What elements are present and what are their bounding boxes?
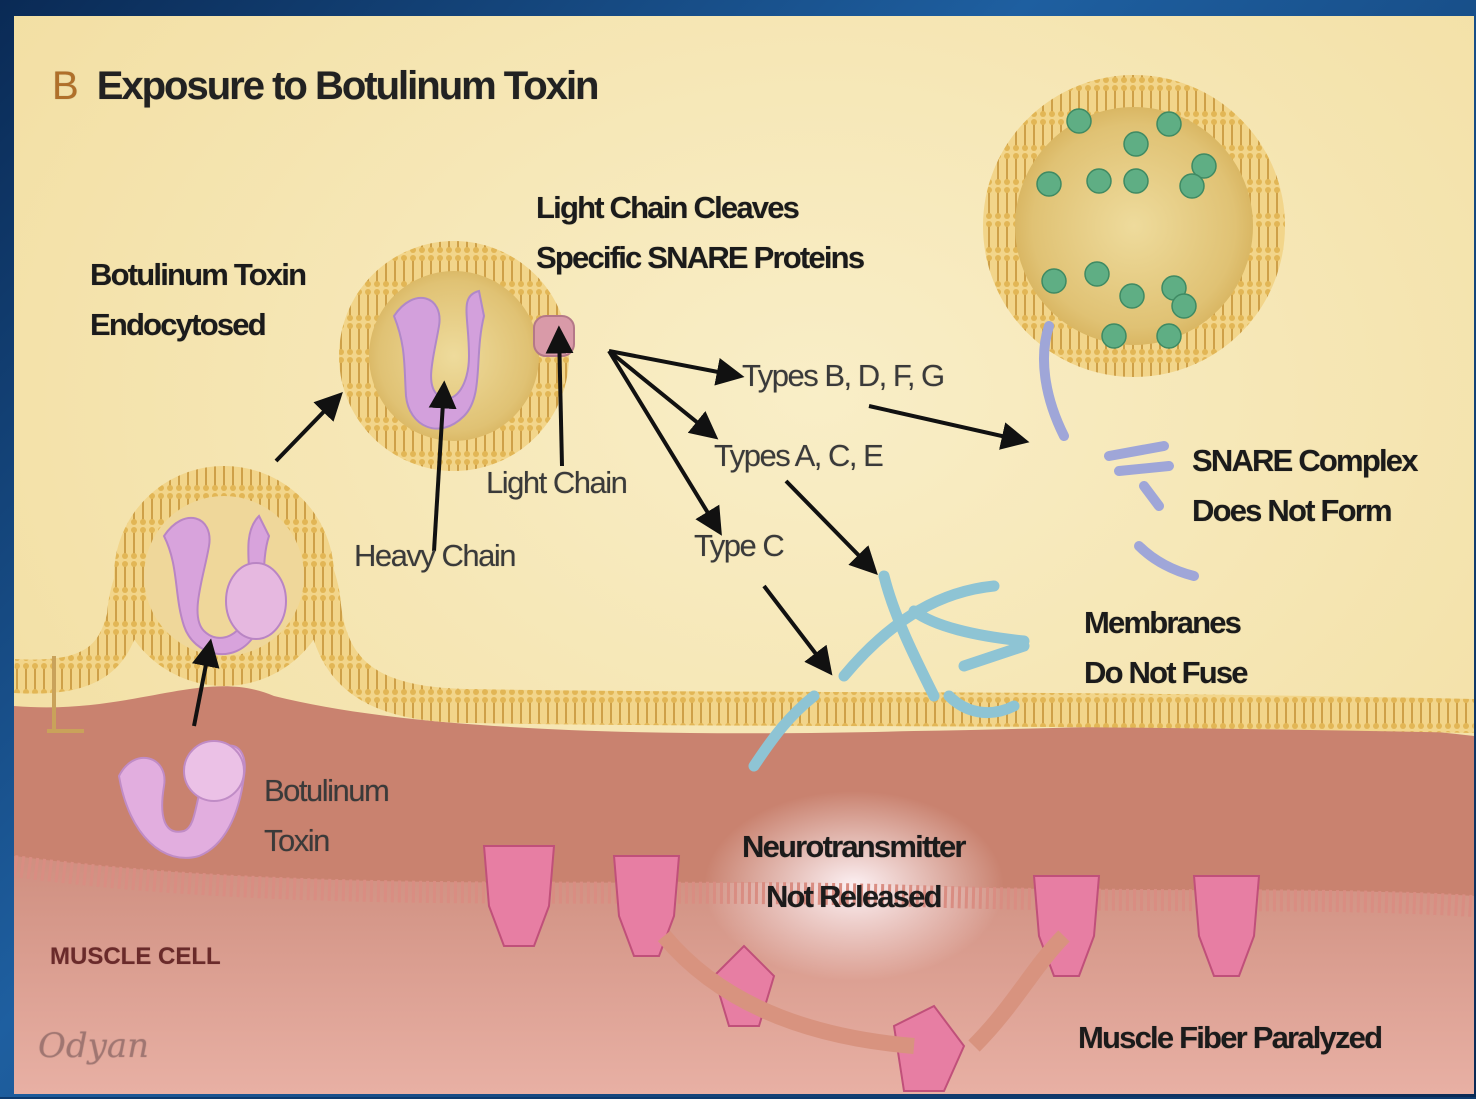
artist-signature: Odyan [38,1021,149,1071]
label-line: Botulinum Toxin [90,250,305,300]
label-types-ace: Types A, C, E [714,431,882,481]
label-types-bdfg: Types B, D, F, G [742,351,944,401]
endocytosis-vesicle-2 [354,256,554,456]
label-line: Neurotransmitter [742,822,965,872]
label-line: Does Not Form [1192,486,1417,536]
label-toxin-endocytosed: Botulinum Toxin Endocytosed [90,250,305,350]
label-snare-complex: SNARE Complex Does Not Form [1192,436,1417,536]
title-text: Exposure to Botulinum Toxin [97,64,598,108]
label-line: SNARE Complex [1192,436,1417,486]
label-line: Toxin [264,816,388,866]
label-heavy-chain: Heavy Chain [354,531,515,581]
label-line: Not Released [742,872,965,922]
diagram-panel: B Exposure to Botulinum Toxin Botulinum T… [14,16,1474,1094]
label-light-chain: Light Chain [486,458,626,508]
label-line: Membranes [1084,598,1247,648]
label-muscle-cell: MUSCLE CELL [50,932,221,982]
label-botulinum-toxin: Botulinum Toxin [264,766,388,866]
panel-letter: B [52,64,77,108]
label-line: Botulinum [264,766,388,816]
diagram-title: B Exposure to Botulinum Toxin [52,61,598,111]
label-type-c: Type C [694,521,783,571]
label-light-chain-cleaves: Light Chain Cleaves Specific SNARE Prote… [536,183,863,283]
label-membranes: Membranes Do Not Fuse [1084,598,1247,698]
label-line: Light Chain Cleaves [536,183,863,233]
label-line: Specific SNARE Proteins [536,233,863,283]
label-line: Do Not Fuse [1084,648,1247,698]
label-muscle-fiber-paralyzed: Muscle Fiber Paralyzed [1078,1013,1381,1063]
label-neurotransmitter: Neurotransmitter Not Released [742,822,965,922]
label-line: Endocytosed [90,300,305,350]
